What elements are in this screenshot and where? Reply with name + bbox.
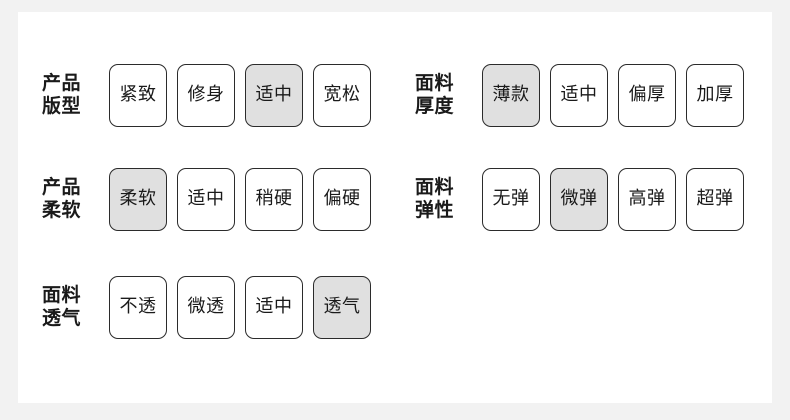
option-chip[interactable]: 透气 bbox=[313, 275, 371, 339]
option-list-fabric-breathability: 不透微透适中透气 bbox=[109, 275, 371, 339]
attribute-label-product-softness: 产品柔软 bbox=[42, 176, 100, 222]
attribute-label-line: 厚度 bbox=[415, 95, 455, 117]
option-chip[interactable]: 薄款 bbox=[482, 63, 540, 127]
option-chip[interactable]: 适中 bbox=[245, 275, 303, 339]
option-chip[interactable]: 稍硬 bbox=[245, 167, 303, 231]
attribute-group-product-softness: 产品柔软柔软适中稍硬偏硬 bbox=[42, 167, 371, 231]
option-chip[interactable]: 超弹 bbox=[686, 167, 744, 231]
attribute-group-fabric-thickness: 面料厚度薄款适中偏厚加厚 bbox=[415, 63, 744, 127]
option-chip[interactable]: 高弹 bbox=[618, 167, 676, 231]
attribute-label-line: 产品 bbox=[42, 176, 82, 198]
attribute-label-line: 版型 bbox=[42, 95, 82, 117]
option-list-product-softness: 柔软适中稍硬偏硬 bbox=[109, 167, 371, 231]
option-chip[interactable]: 适中 bbox=[550, 63, 608, 127]
attribute-label-product-fit: 产品版型 bbox=[42, 72, 100, 118]
attribute-label-line: 产品 bbox=[42, 72, 82, 94]
attribute-group-fabric-breathability: 面料透气不透微透适中透气 bbox=[42, 275, 371, 339]
option-list-product-fit: 紧致修身适中宽松 bbox=[109, 63, 371, 127]
option-list-fabric-thickness: 薄款适中偏厚加厚 bbox=[482, 63, 744, 127]
option-chip[interactable]: 加厚 bbox=[686, 63, 744, 127]
attribute-label-fabric-thickness: 面料厚度 bbox=[415, 72, 473, 118]
option-chip[interactable]: 偏硬 bbox=[313, 167, 371, 231]
attribute-group-product-fit: 产品版型紧致修身适中宽松 bbox=[42, 63, 371, 127]
option-chip[interactable]: 微弹 bbox=[550, 167, 608, 231]
option-chip[interactable]: 不透 bbox=[109, 275, 167, 339]
option-list-fabric-elasticity: 无弹微弹高弹超弹 bbox=[482, 167, 744, 231]
attribute-columns: 产品版型紧致修身适中宽松产品柔软柔软适中稍硬偏硬面料透气不透微透适中透气面料厚度… bbox=[18, 12, 772, 403]
attribute-label-line: 面料 bbox=[415, 72, 455, 94]
option-chip[interactable]: 偏厚 bbox=[618, 63, 676, 127]
attribute-label-line: 柔软 bbox=[42, 199, 82, 221]
option-chip[interactable]: 修身 bbox=[177, 63, 235, 127]
attribute-label-line: 面料 bbox=[42, 284, 82, 306]
attribute-label-line: 面料 bbox=[415, 176, 455, 198]
option-chip[interactable]: 宽松 bbox=[313, 63, 371, 127]
attribute-label-line: 弹性 bbox=[415, 199, 455, 221]
attribute-group-fabric-elasticity: 面料弹性无弹微弹高弹超弹 bbox=[415, 167, 744, 231]
attribute-label-fabric-breathability: 面料透气 bbox=[42, 284, 100, 330]
option-chip[interactable]: 适中 bbox=[245, 63, 303, 127]
option-chip[interactable]: 适中 bbox=[177, 167, 235, 231]
option-chip[interactable]: 紧致 bbox=[109, 63, 167, 127]
option-chip[interactable]: 无弹 bbox=[482, 167, 540, 231]
option-chip[interactable]: 微透 bbox=[177, 275, 235, 339]
option-chip[interactable]: 柔软 bbox=[109, 167, 167, 231]
attribute-label-fabric-elasticity: 面料弹性 bbox=[415, 176, 473, 222]
attribute-label-line: 透气 bbox=[42, 307, 82, 329]
attributes-card: 产品版型紧致修身适中宽松产品柔软柔软适中稍硬偏硬面料透气不透微透适中透气面料厚度… bbox=[18, 12, 772, 403]
